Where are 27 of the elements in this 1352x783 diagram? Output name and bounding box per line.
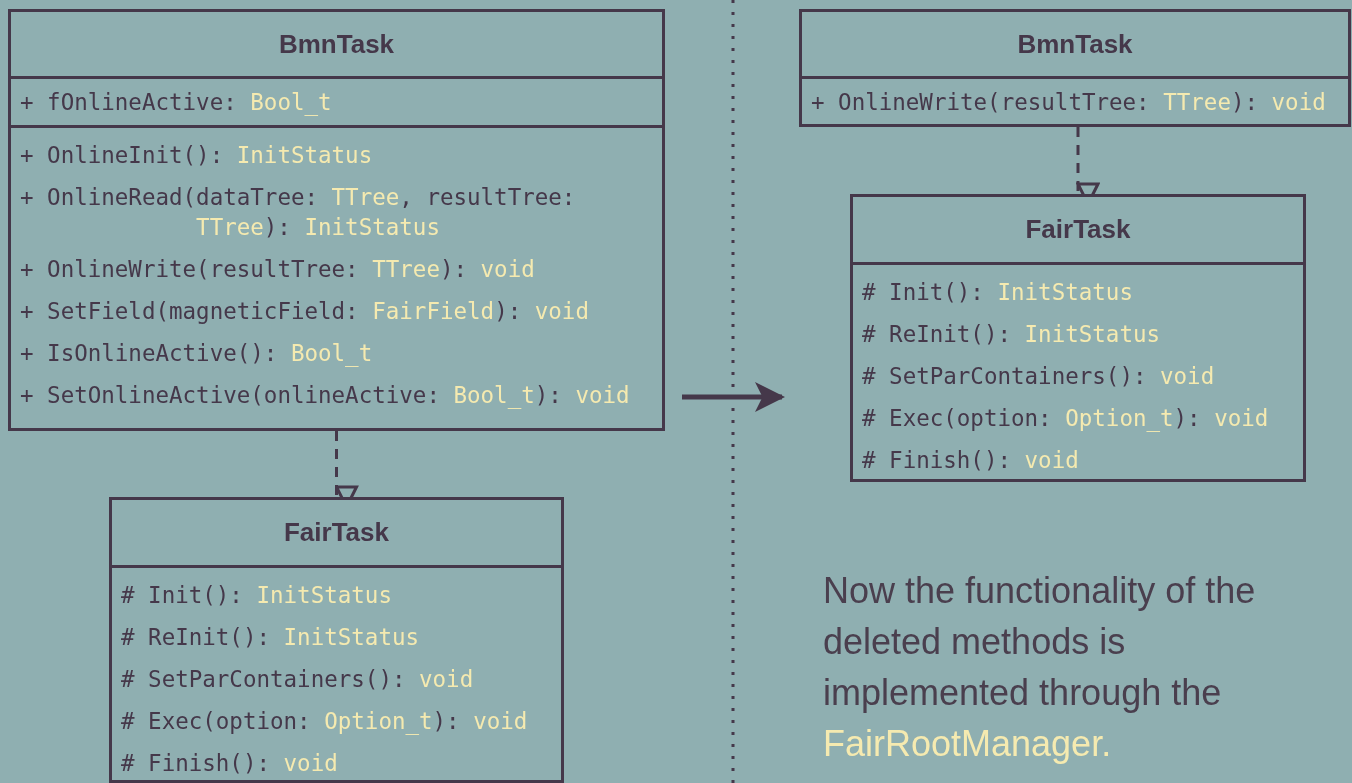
member-text: + OnlineWrite(resultTree: TTree): void bbox=[20, 255, 536, 284]
class-name: FairTask bbox=[284, 516, 389, 549]
member-text: + OnlineWrite(resultTree: TTree): void bbox=[811, 88, 1327, 117]
class-name: BmnTask bbox=[1017, 27, 1133, 61]
member-text: # Finish(): void bbox=[862, 446, 1080, 475]
member-text: # Finish(): void bbox=[121, 749, 339, 778]
member-text: # Init(): InitStatus bbox=[862, 278, 1134, 307]
class-name: BmnTask bbox=[278, 27, 395, 61]
member-text: + OnlineRead(dataTree: TTree, resultTree: TTree): InitStatus bbox=[20, 183, 577, 242]
class-box bbox=[8, 9, 665, 431]
member-text: + SetField(magneticField: FairField): void bbox=[20, 297, 590, 326]
member-text: # ReInit(): InitStatus bbox=[121, 623, 421, 652]
member-text: # SetParContainers(): void bbox=[862, 362, 1216, 391]
member-text: # ReInit(): InitStatus bbox=[862, 320, 1162, 349]
member-text: + fOnlineActive: Bool_t bbox=[20, 88, 333, 117]
class-box bbox=[109, 497, 564, 783]
member-text: + IsOnlineActive(): Bool_t bbox=[20, 339, 374, 368]
note-text: Now the functionality of the deleted methods is implemented through the FairRootManager. bbox=[823, 569, 1257, 766]
member-text: + SetOnlineActive(onlineActive: Bool_t): void bbox=[20, 381, 631, 410]
class-box bbox=[850, 194, 1306, 482]
member-text: # Exec(option: Option_t): void bbox=[121, 707, 529, 736]
member-text: + OnlineInit(): InitStatus bbox=[20, 141, 374, 170]
member-text: # Exec(option: Option_t): void bbox=[862, 404, 1270, 433]
class-box bbox=[799, 9, 1351, 127]
class-name: FairTask bbox=[1025, 213, 1131, 246]
member-text: # SetParContainers(): void bbox=[121, 665, 475, 694]
member-text: # Init(): InitStatus bbox=[121, 581, 393, 610]
